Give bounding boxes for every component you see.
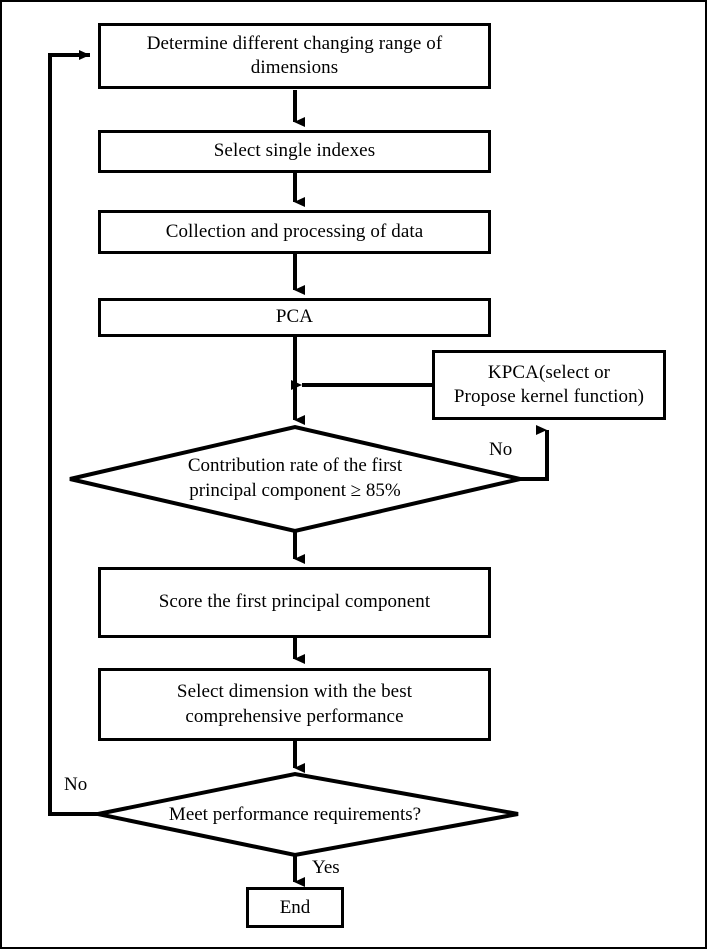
node-label-line2: Propose kernel function) xyxy=(453,386,645,407)
decision-line1: Contribution rate of the first xyxy=(187,455,403,476)
node-label: PCA xyxy=(275,306,314,328)
edge-label-decision1-no: No xyxy=(489,439,513,460)
node-determine-changing-range[interactable]: Determine different changing range of di… xyxy=(98,23,491,89)
decision-shape-contribution-rate xyxy=(69,424,521,534)
edge-label-decision2-no: No xyxy=(64,774,88,795)
node-pca[interactable]: PCA xyxy=(98,298,491,337)
node-select-dimension-best-performance[interactable]: Select dimension with the best comprehen… xyxy=(98,668,491,741)
decision-label-meet-performance: Meet performance requirements? xyxy=(145,803,445,828)
node-label: Score the first principal component xyxy=(158,591,431,613)
node-label-line1: Select dimension with the best xyxy=(176,681,413,703)
node-end[interactable]: End xyxy=(246,887,344,928)
node-label: End xyxy=(279,896,311,918)
edge-decision2-no-feedback xyxy=(48,50,98,816)
edge-decision1-no-to-kpca xyxy=(520,425,549,481)
node-select-single-indexes[interactable]: Select single indexes xyxy=(98,130,491,173)
decision-label-contribution-rate: Contribution rate of the first principal… xyxy=(145,454,445,503)
node-label-line2: comprehensive performance xyxy=(185,705,404,727)
decision-line2: principal component ≥ 85% xyxy=(189,479,401,501)
node-collection-processing-data[interactable]: Collection and processing of data xyxy=(98,210,491,254)
node-score-first-principal-component[interactable]: Score the first principal component xyxy=(98,567,491,638)
edge-label-decision2-yes: Yes xyxy=(312,857,340,878)
node-label-line1: KPCA(select or xyxy=(487,361,611,383)
node-kpca[interactable]: KPCA(select or Propose kernel function) xyxy=(432,350,666,420)
node-label: Select single indexes xyxy=(213,140,376,162)
node-label: Collection and processing of data xyxy=(165,220,424,242)
decision-shape-meet-performance xyxy=(97,771,519,858)
node-label: Determine different changing range of di… xyxy=(146,32,443,78)
decision-line1: Meet performance requirements? xyxy=(168,804,422,825)
